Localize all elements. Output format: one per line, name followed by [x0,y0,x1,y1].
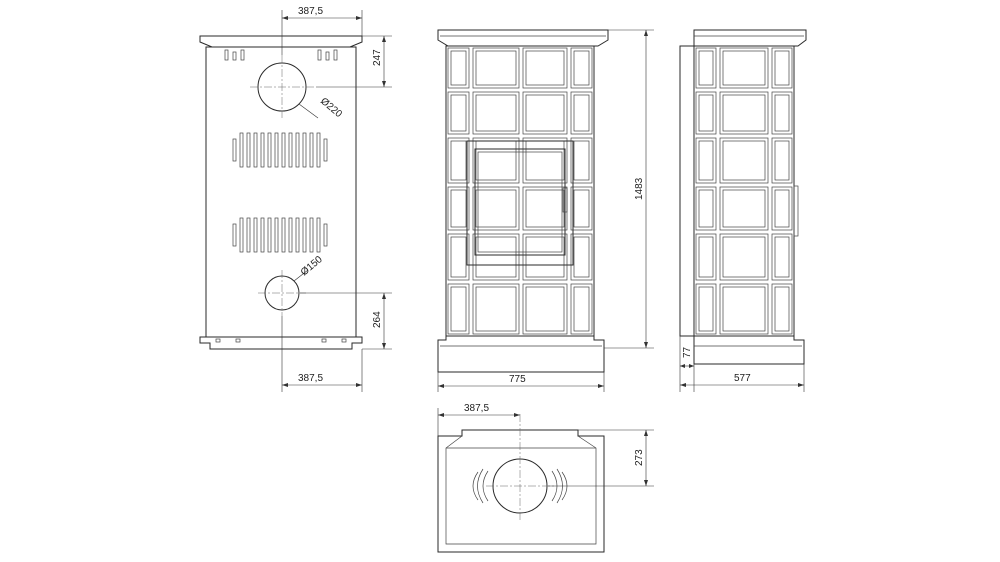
back-vent-row-upper [232,132,328,168]
fire-door-frame [466,140,574,266]
dim-front-total-height: 1483 [634,177,645,200]
dim-top-center: 387,5 [464,403,489,414]
back-top-vents [224,49,338,61]
door-handle [562,187,568,213]
fire-door-glass [474,148,566,256]
dim-back-air-height: 264 [372,311,383,328]
back-view: 387,5 247 Ø220 Ø150 264 387,5 [199,6,392,392]
front-tile-grid [447,47,593,335]
side-view: 77 577 [679,29,807,392]
back-vent-row-lower [232,217,328,253]
front-view: 1483 775 [437,29,654,392]
dim-side-offset: 77 [682,346,693,358]
dim-front-width: 775 [509,374,526,385]
top-view: 387,5 273 [437,403,654,553]
side-tile-grid [695,47,793,335]
dim-back-flue-diameter: Ø220 [318,96,344,120]
dim-back-air-diameter: Ø150 [299,254,325,278]
dim-back-center-top: 387,5 [298,6,323,17]
dim-top-flue-offset: 273 [634,449,645,466]
dim-back-center-bottom: 387,5 [298,373,323,384]
dim-side-depth: 577 [734,373,751,384]
dim-back-flue-height: 247 [372,49,383,66]
